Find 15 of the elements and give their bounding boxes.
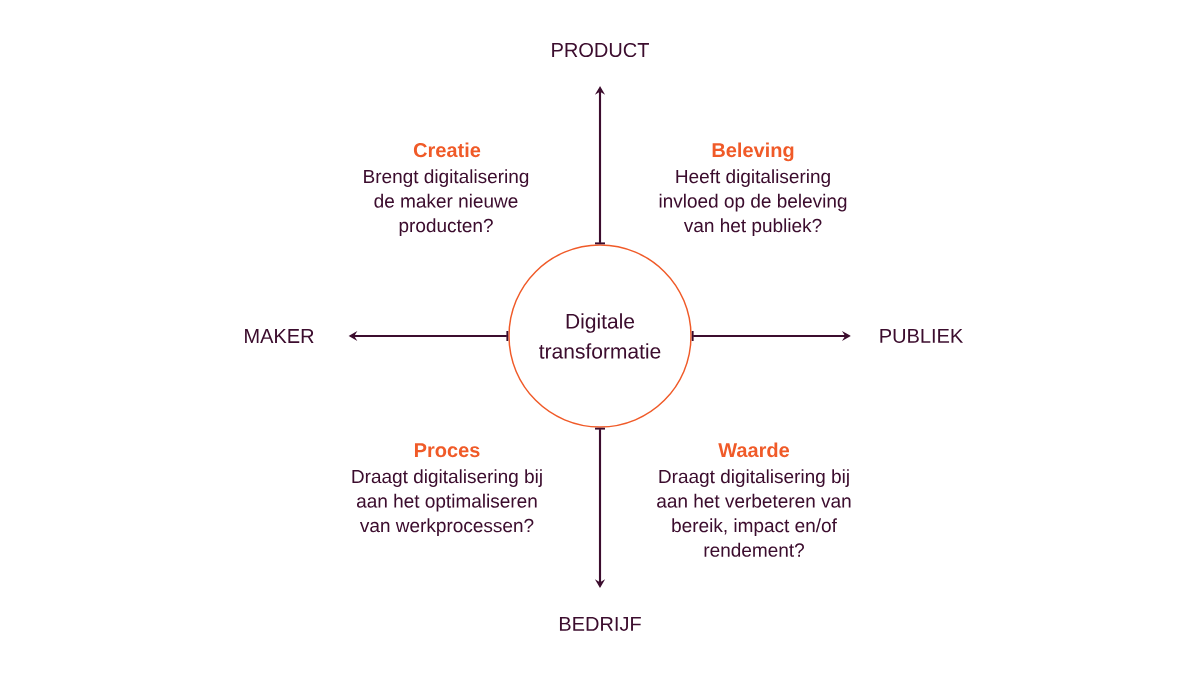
axis-label: PUBLIEK xyxy=(880,329,963,343)
quadrant-heading: Creatie xyxy=(413,142,481,158)
arrow xyxy=(594,86,606,245)
quadrant-heading: Beleving xyxy=(712,142,794,162)
quadrant-heading: Proces xyxy=(415,443,480,458)
arrow xyxy=(594,427,606,588)
quadrant-heading: Waarde xyxy=(718,442,790,458)
arrow xyxy=(691,330,851,342)
axis-label: BEDRIJF xyxy=(559,617,641,631)
quadrant-text: Brengt digitalisering de maker nieuwe producten? xyxy=(364,169,529,237)
quadrant-text: Heeft digitalisering invloed op de beleving van het publiek? xyxy=(659,169,847,237)
axis-label: MAKER xyxy=(245,329,314,343)
quadrant-text: Draagt digitalisering bij aan het verbeteren van bereik, impact en/of rendement? xyxy=(657,469,851,557)
axis-label: PRODUCT xyxy=(552,42,649,58)
quadrant-text: Draagt digitalisering bij aan het optimaliseren van werkprocessen? xyxy=(352,469,542,537)
